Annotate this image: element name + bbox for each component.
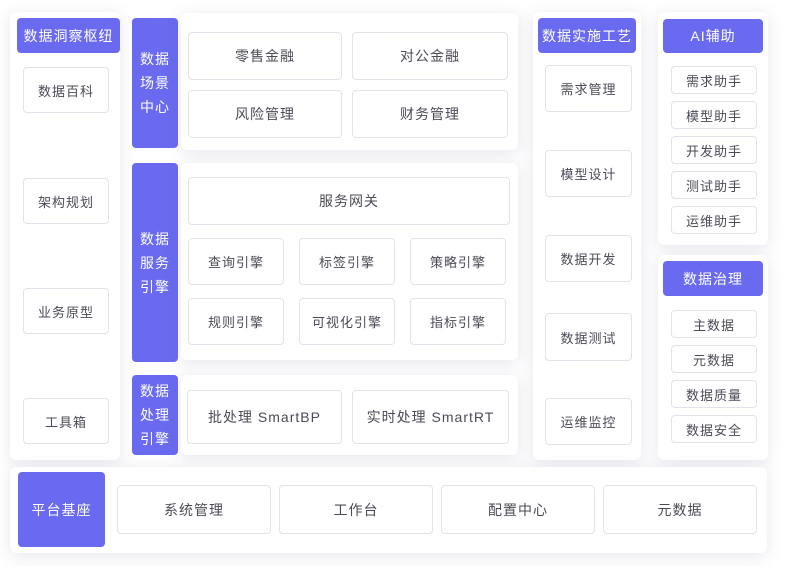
item-master-data: 主数据 xyxy=(671,310,757,338)
item-query-engine: 查询引擎 xyxy=(188,238,284,285)
item-model-design: 模型设计 xyxy=(545,150,632,197)
insight-hub-title: 数据洞察枢纽 xyxy=(17,18,120,53)
item-system-management: 系统管理 xyxy=(117,485,271,534)
platform-base-panel: 平台基座 系统管理 工作台 配置中心 元数据 xyxy=(10,467,767,553)
item-data-quality: 数据质量 xyxy=(671,380,757,408)
item-rule-engine: 规则引擎 xyxy=(188,298,284,345)
scene-center-tab: 数据 场景 中心 xyxy=(132,18,178,148)
item-model-assistant: 模型助手 xyxy=(671,101,757,129)
item-ops-assistant: 运维助手 xyxy=(671,206,757,234)
item-corporate-finance: 对公金融 xyxy=(352,32,508,80)
item-ops-monitoring: 运维监控 xyxy=(545,398,632,445)
item-metadata-bottom: 元数据 xyxy=(603,485,757,534)
item-test-assistant: 测试助手 xyxy=(671,171,757,199)
governance-panel: 数据治理 主数据 元数据 数据质量 数据安全 xyxy=(658,255,768,460)
item-batch-processing: 批处理 SmartBP xyxy=(187,390,342,444)
item-data-development: 数据开发 xyxy=(545,235,632,282)
platform-base-title: 平台基座 xyxy=(18,472,105,547)
insight-hub-panel: 数据洞察枢纽 数据百科 架构规划 业务原型 工具箱 xyxy=(10,12,120,460)
item-data-security: 数据安全 xyxy=(671,415,757,443)
item-config-center: 配置中心 xyxy=(441,485,595,534)
item-dev-assistant: 开发助手 xyxy=(671,136,757,164)
item-data-testing: 数据测试 xyxy=(545,313,632,361)
item-strategy-engine: 策略引擎 xyxy=(410,238,506,285)
processing-engine-panel: 批处理 SmartBP 实时处理 SmartRT xyxy=(181,375,518,455)
item-data-encyclopedia: 数据百科 xyxy=(23,67,109,113)
item-business-prototype: 业务原型 xyxy=(23,288,109,334)
item-realtime-processing: 实时处理 SmartRT xyxy=(352,390,509,444)
service-engine-panel: 服务网关 查询引擎 标签引擎 策略引擎 规则引擎 可视化引擎 指标引擎 xyxy=(181,163,518,360)
item-tag-engine: 标签引擎 xyxy=(299,238,395,285)
ai-assist-panel: AI辅助 需求助手 模型助手 开发助手 测试助手 运维助手 xyxy=(658,12,768,245)
processing-engine-tab: 数据 处理 引擎 xyxy=(132,375,178,455)
item-requirement-assistant: 需求助手 xyxy=(671,66,757,94)
item-toolbox: 工具箱 xyxy=(23,398,109,444)
ai-assist-title: AI辅助 xyxy=(663,19,763,53)
service-engine-tab: 数据 服务 引擎 xyxy=(132,163,178,362)
implementation-panel: 数据实施工艺 需求管理 模型设计 数据开发 数据测试 运维监控 xyxy=(533,12,641,460)
item-retail-finance: 零售金融 xyxy=(188,32,342,80)
item-metadata: 元数据 xyxy=(671,345,757,373)
item-architecture-planning: 架构规划 xyxy=(23,178,109,224)
governance-title: 数据治理 xyxy=(663,261,763,296)
item-finance-management: 财务管理 xyxy=(352,90,508,138)
scene-center-panel: 零售金融 对公金融 风险管理 财务管理 xyxy=(181,13,518,150)
item-service-gateway: 服务网关 xyxy=(188,177,510,225)
item-requirement-management: 需求管理 xyxy=(545,65,632,112)
implementation-title: 数据实施工艺 xyxy=(538,18,636,53)
item-workbench: 工作台 xyxy=(279,485,433,534)
item-risk-management: 风险管理 xyxy=(188,90,342,138)
item-visualization-engine: 可视化引擎 xyxy=(299,298,395,345)
item-indicator-engine: 指标引擎 xyxy=(410,298,506,345)
